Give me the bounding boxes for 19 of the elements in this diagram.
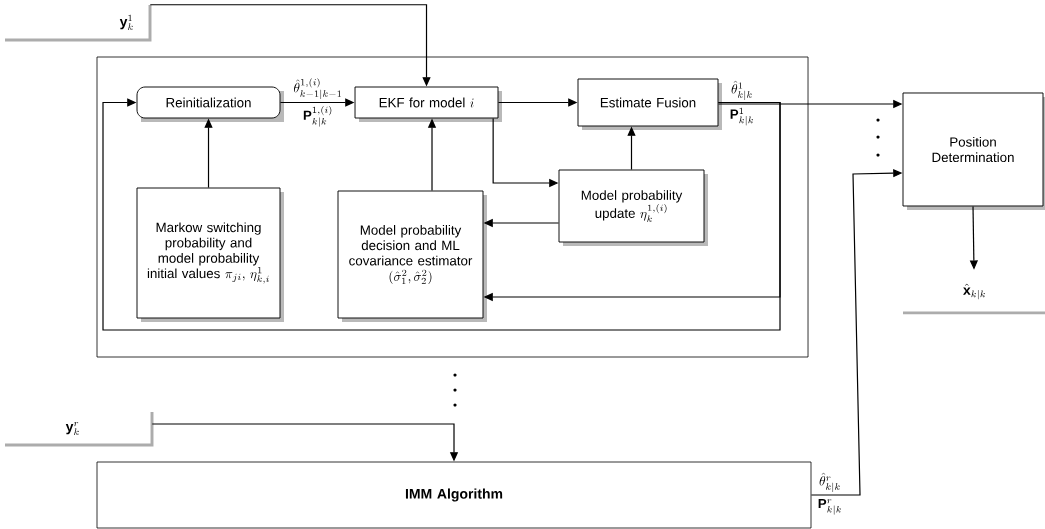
process-box: Estimate Fusion <box>577 78 722 130</box>
edge-label: $\hat{\theta}^r_{k|k}$ <box>818 472 842 493</box>
edge-label: $\hat{\theta}^1_{k|k}$ <box>730 80 754 101</box>
process-box: Position Determination <box>902 92 1045 210</box>
edge-label: $\hat{\theta}^{1,(i)}_{k-1|k-1}$ <box>292 77 344 100</box>
imm-algorithm-box: IMM Algorithm <box>96 461 812 529</box>
input-signal: $\mathbf{y}_k^1$ <box>5 5 152 42</box>
imm-frame <box>96 56 809 358</box>
process-box: Markow switching probability and model probability initial values $\pi_{ji},\, \eta_{k,i}^1$ <box>136 187 284 322</box>
process-box: Reinitialization <box>136 86 284 122</box>
matrix-label: $\mathbf{P}^{1,(i)}_{k|k}$ <box>302 105 334 128</box>
process-box: Model probability decision and ML covariance estimator $(\hat{\sigma}_1^2,\hat{\sigma}_2^2)$ <box>337 190 487 322</box>
matrix-label: $\mathbf{P}^r_{k|k}$ <box>817 498 843 516</box>
process-box: EKF for model $i$ <box>354 86 502 122</box>
output-signal: $\hat{\mathbf{x}}_{k|k}$ <box>903 283 1045 315</box>
matrix-label: $\mathbf{P}^1_{k|k}$ <box>729 107 755 127</box>
input-signal: $\mathbf{y}_k^r$ <box>5 412 154 447</box>
process-box: Model probability update $\eta_k^{1,(i)}$ <box>558 169 708 246</box>
arrow <box>102 98 781 331</box>
